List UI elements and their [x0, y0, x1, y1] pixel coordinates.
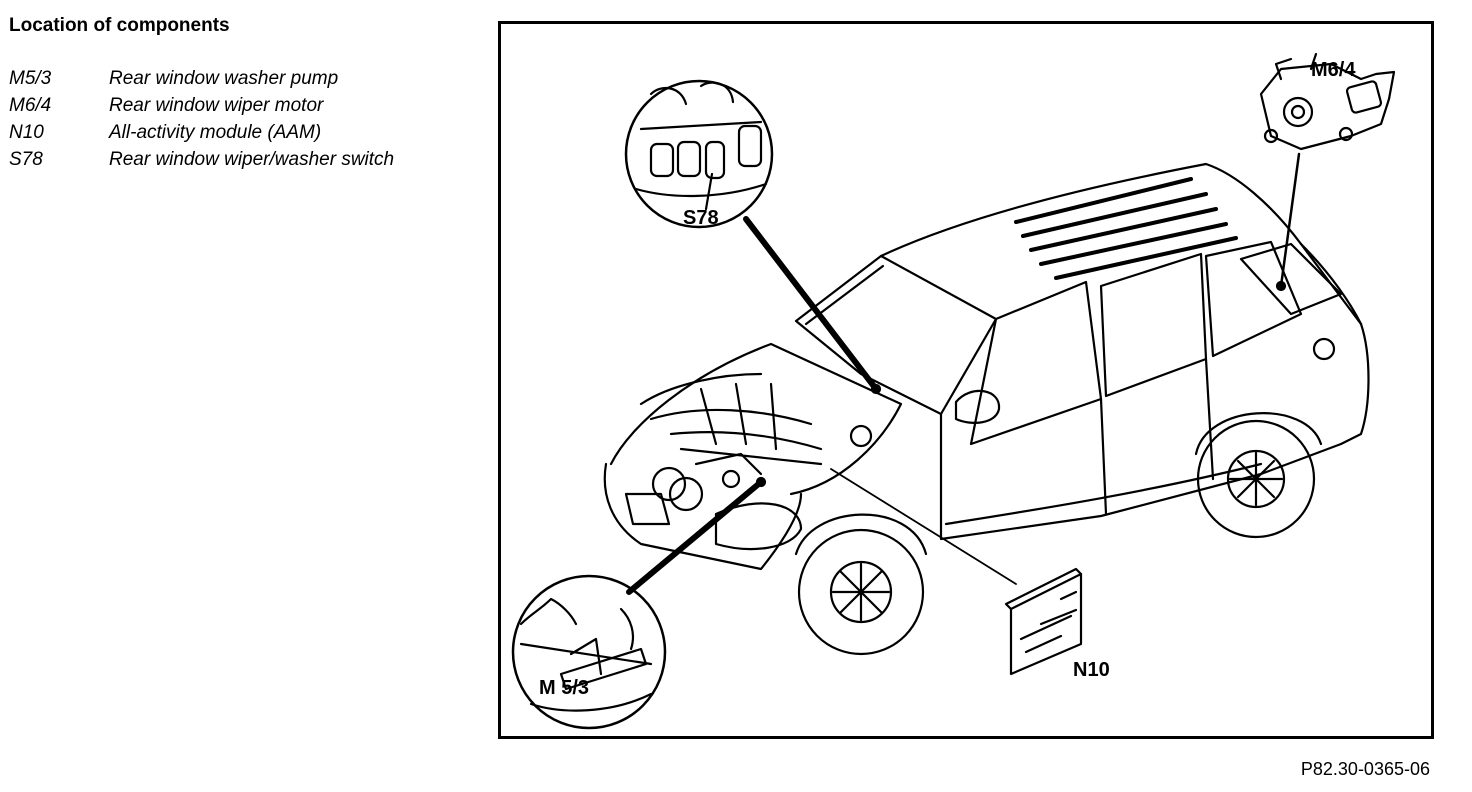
- component-location-figure: S78 M6/4 N10 M 5/3: [498, 21, 1434, 739]
- legend-description: Rear window wiper motor: [109, 95, 324, 116]
- legend-description: Rear window washer pump: [109, 68, 339, 89]
- legend-description: Rear window wiper/washer switch: [109, 149, 395, 170]
- callout-m64: M6/4: [1311, 59, 1356, 81]
- legend-code: S78: [9, 149, 43, 170]
- legend-code: N10: [9, 122, 44, 143]
- suv-body: [603, 162, 1370, 656]
- legend-code: M6/4: [9, 95, 52, 116]
- figure-reference-number: P82.30-0365-06: [1300, 759, 1430, 779]
- callout-m53: M 5/3: [539, 677, 589, 699]
- page-title: Location of components: [9, 15, 230, 36]
- callout-s78: S78: [683, 207, 719, 229]
- s78-detail-inset: [624, 79, 882, 395]
- legend-description: All-activity module (AAM): [109, 122, 322, 143]
- n10-module: [830, 468, 1083, 676]
- component-legend: M5/3 Rear window washer pump M6/4 Rear w…: [9, 68, 469, 176]
- callout-n10: N10: [1073, 659, 1110, 681]
- legend-row-m53: M5/3 Rear window washer pump: [9, 68, 469, 95]
- legend-code: M5/3: [9, 68, 52, 89]
- m53-detail-inset: [511, 476, 767, 730]
- legend-row-n10: N10 All-activity module (AAM): [9, 122, 469, 149]
- legend-row-s78: S78 Rear window wiper/washer switch: [9, 149, 469, 176]
- m64-wiper-motor: [1259, 52, 1396, 292]
- legend-row-m64: M6/4 Rear window wiper motor: [9, 95, 469, 122]
- vehicle-illustration: S78 M6/4 N10 M 5/3: [511, 52, 1396, 730]
